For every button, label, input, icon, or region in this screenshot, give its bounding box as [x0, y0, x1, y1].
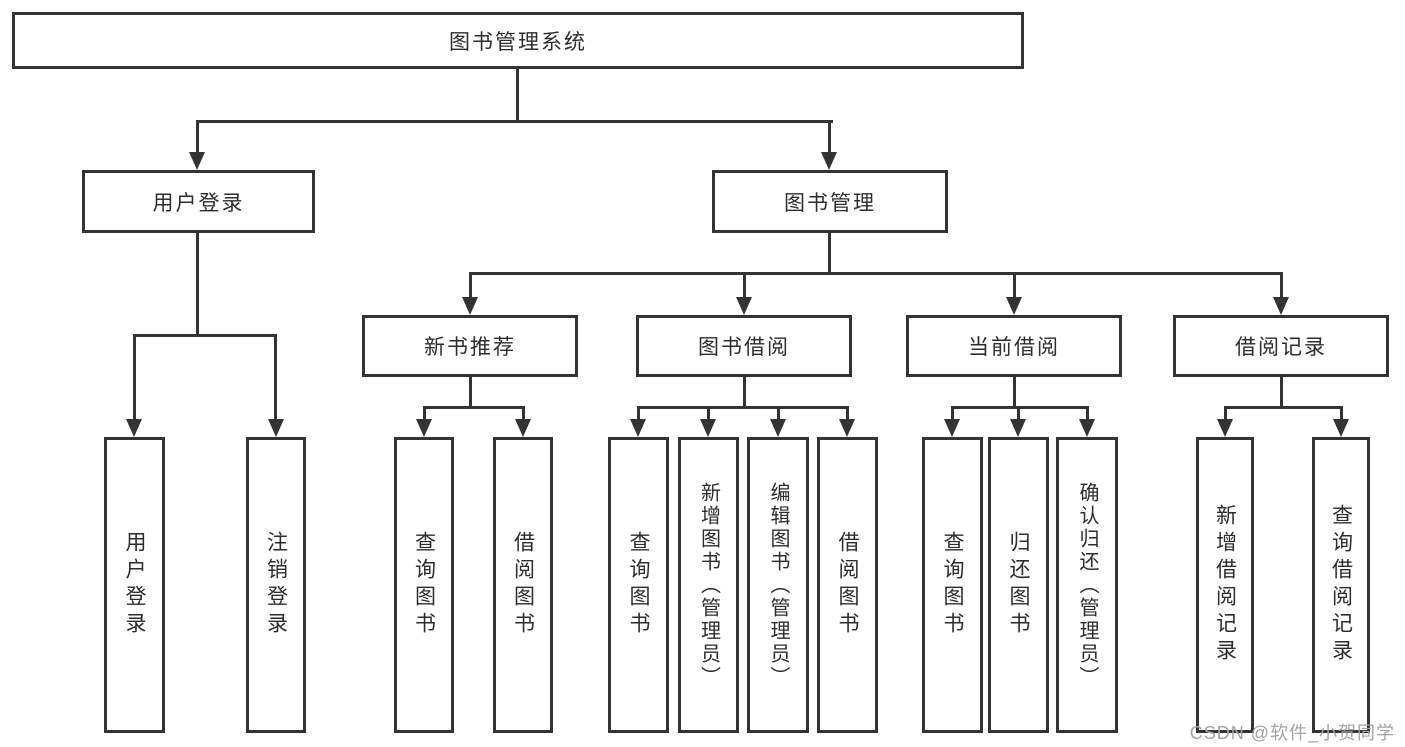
leaf-br-query-label: 查询借阅记录 [1329, 504, 1353, 666]
arrow-down-icon [416, 419, 432, 437]
connector-borrow-records-trunk [1280, 376, 1283, 408]
arrow-down-icon [189, 152, 205, 170]
leaf-br-add: 新增借阅记录 [1196, 437, 1254, 733]
leaf-bb-query-label: 查询图书 [627, 531, 650, 639]
connector-shaft [274, 334, 277, 422]
leaf-bb-borrow: 借阅图书 [817, 437, 878, 733]
connector-new-books-trunk [469, 376, 472, 408]
connector-shaft [1017, 406, 1020, 422]
leaf-logout-label: 注销登录 [264, 531, 288, 639]
connector-shaft [637, 406, 640, 422]
leaf-br-query: 查询借阅记录 [1312, 437, 1370, 733]
node-root: 图书管理系统 [12, 12, 1024, 69]
node-book-mgmt: 图书管理 [712, 170, 948, 233]
node-book-borrow: 图书借阅 [636, 315, 852, 377]
connector-shaft [846, 406, 849, 422]
leaf-cb-return-label: 归还图书 [1007, 531, 1030, 639]
leaf-cb-query: 查询图书 [922, 437, 983, 733]
leaf-bb-edit: 编辑图书（管理员） [747, 437, 809, 733]
connector-shaft [951, 406, 954, 422]
arrow-down-icon [515, 419, 531, 437]
arrow-down-icon [839, 419, 855, 437]
leaf-cb-return: 归还图书 [988, 437, 1049, 733]
arrow-down-icon [1333, 419, 1349, 437]
leaf-bb-borrow-label: 借阅图书 [836, 531, 859, 639]
leaf-nb-query-label: 查询图书 [412, 531, 436, 639]
connector-shaft [828, 120, 831, 156]
arrow-down-icon [700, 419, 716, 437]
arrow-down-icon [268, 419, 284, 437]
leaf-bb-edit-label: 编辑图书（管理员） [767, 481, 789, 689]
leaf-cb-confirm: 确认归还（管理员） [1056, 437, 1118, 733]
leaf-cb-confirm-label: 确认归还（管理员） [1076, 481, 1098, 689]
node-user-login-label: 用户登录 [152, 191, 245, 215]
connector-shaft [1340, 406, 1343, 422]
connector-shaft [423, 406, 426, 422]
connector-book-borrow-split [637, 406, 849, 409]
arrow-down-icon [1006, 297, 1022, 315]
connector-level3-split [469, 272, 1283, 275]
node-book-mgmt-label: 图书管理 [784, 191, 876, 215]
node-book-borrow-label: 图书借阅 [698, 336, 790, 359]
node-new-books: 新书推荐 [362, 315, 578, 377]
leaf-bb-query: 查询图书 [608, 437, 669, 733]
connector-user-login-split [133, 334, 277, 337]
leaf-logout: 注销登录 [246, 437, 306, 733]
arrow-down-icon [462, 297, 478, 315]
connector-user-login-trunk [196, 232, 199, 336]
connector-shaft [1224, 406, 1227, 422]
connector-shaft [777, 406, 780, 422]
leaf-br-add-label: 新增借阅记录 [1213, 504, 1237, 666]
connector-shaft [469, 272, 472, 302]
connector-root-trunk [516, 68, 519, 121]
leaf-nb-borrow: 借阅图书 [493, 437, 553, 733]
connector-shaft [196, 120, 199, 156]
connector-book-borrow-trunk [743, 376, 746, 408]
connector-shaft [1013, 272, 1016, 302]
arrow-down-icon [944, 419, 960, 437]
leaf-cb-query-label: 查询图书 [941, 531, 964, 639]
connector-shaft [133, 334, 136, 422]
connector-shaft [743, 272, 746, 302]
node-user-login: 用户登录 [82, 170, 315, 233]
leaf-nb-borrow-label: 借阅图书 [511, 531, 535, 639]
arrow-down-icon [630, 419, 646, 437]
connector-shaft [1280, 272, 1283, 302]
leaf-nb-query: 查询图书 [394, 437, 454, 733]
node-current-borrow: 当前借阅 [906, 315, 1122, 377]
node-root-label: 图书管理系统 [449, 30, 587, 54]
arrow-down-icon [1217, 419, 1233, 437]
connector-new-books-split [423, 406, 525, 409]
arrow-down-icon [1010, 419, 1026, 437]
connector-borrow-records-split [1224, 406, 1343, 409]
arrow-down-icon [770, 419, 786, 437]
leaf-bb-add-label: 新增图书（管理员） [697, 481, 720, 689]
arrow-down-icon [126, 419, 142, 437]
arrow-down-icon [1273, 297, 1289, 315]
connector-current-borrow-trunk [1013, 376, 1016, 408]
leaf-login: 用户登录 [104, 437, 165, 733]
connector-level1-split [196, 120, 833, 123]
node-borrow-records-label: 借阅记录 [1235, 336, 1327, 359]
connector-current-borrow-split [951, 406, 1089, 409]
node-new-books-label: 新书推荐 [424, 336, 516, 359]
node-current-borrow-label: 当前借阅 [968, 336, 1060, 359]
arrow-down-icon [821, 152, 837, 170]
connector-book-mgmt-trunk [828, 232, 831, 275]
arrow-down-icon [1079, 419, 1095, 437]
connector-shaft [1086, 406, 1089, 422]
leaf-bb-add: 新增图书（管理员） [678, 437, 739, 733]
node-borrow-records: 借阅记录 [1173, 315, 1389, 377]
leaf-login-label: 用户登录 [123, 531, 146, 639]
connector-shaft [707, 406, 710, 422]
arrow-down-icon [736, 297, 752, 315]
connector-shaft [522, 406, 525, 422]
watermark: CSDN @软件_小贺同学 [1189, 723, 1395, 743]
